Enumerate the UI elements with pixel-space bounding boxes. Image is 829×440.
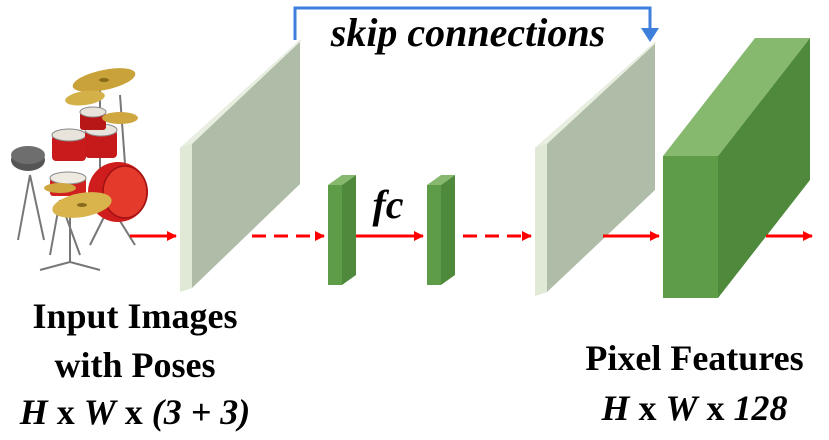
- output-dim-x2: x: [697, 388, 734, 428]
- input-dim-c: (3 + 3): [151, 392, 251, 432]
- pixel-features-block: [663, 38, 810, 298]
- input-dim-h: H: [19, 392, 48, 432]
- input-dim-x2: x: [115, 392, 152, 432]
- output-dim-c: 128: [733, 388, 788, 428]
- output-dim-x1: x: [629, 388, 666, 428]
- input-caption-line2: with Poses: [54, 345, 216, 385]
- output-dims: H x W x 128: [560, 390, 829, 426]
- output-dim-w: W: [665, 388, 698, 428]
- output-dim-h: H: [601, 388, 630, 428]
- output-caption-line1: Pixel Features: [585, 338, 804, 378]
- input-dim-w: W: [83, 392, 116, 432]
- bottleneck-slab-left: [328, 175, 356, 285]
- input-caption-line1: Input Images: [32, 296, 238, 336]
- bottleneck-slab-right: [427, 175, 455, 285]
- skip-connections-label: skip connections: [330, 10, 605, 55]
- input-dims: H x W x (3 + 3): [0, 394, 270, 430]
- skip-connection-arrow: [293, 6, 659, 42]
- fc-label: fc: [372, 182, 403, 227]
- encoder-feature-map: [180, 40, 302, 292]
- decoder-feature-map: [535, 42, 657, 296]
- input-dim-x1: x: [47, 392, 84, 432]
- drum-kit-image: [11, 68, 148, 271]
